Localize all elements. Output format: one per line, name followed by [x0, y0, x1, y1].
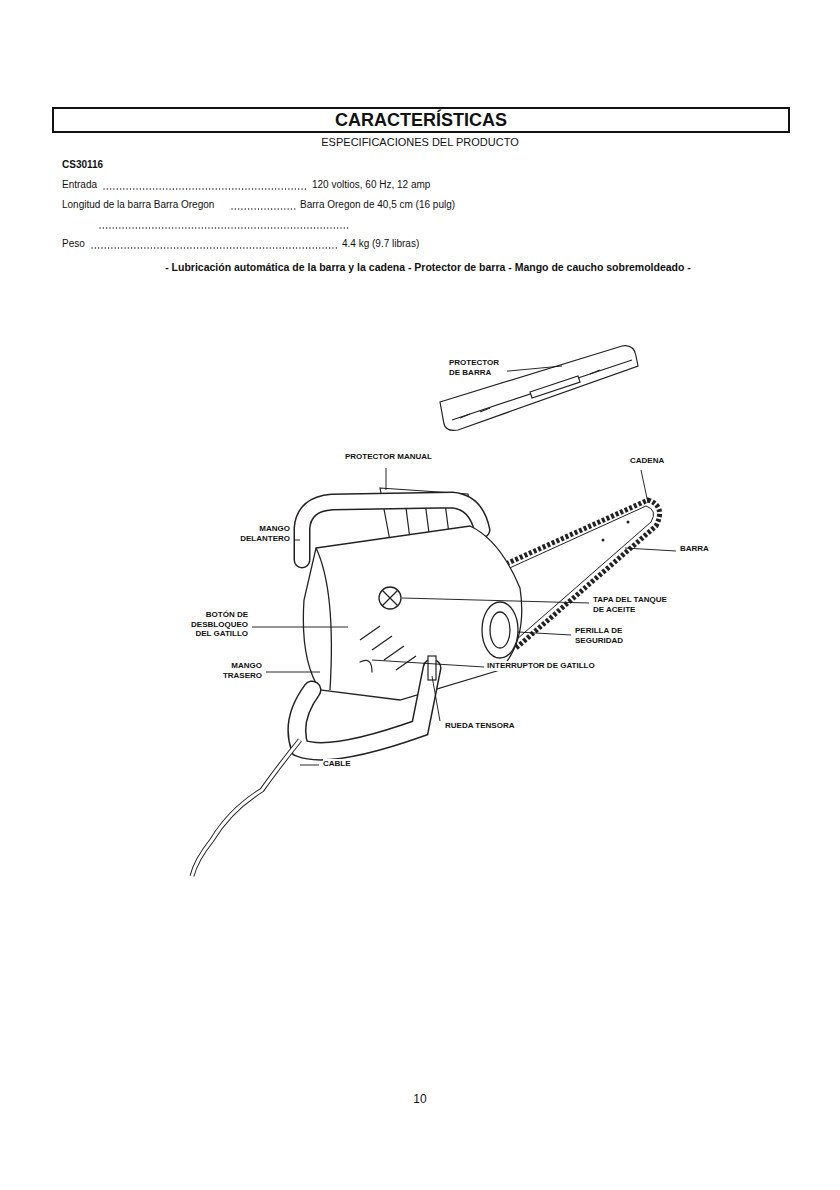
cable-drawing: [192, 740, 300, 876]
page-title: CARACTERÍSTICAS: [335, 110, 507, 130]
spec-name: Peso: [62, 238, 85, 250]
part-label: PROTECTOR DE BARRA: [449, 358, 507, 377]
page-number: 10: [413, 1092, 426, 1106]
dot-leaders: [92, 189, 350, 248]
part-label: RUEDA TENSORA: [445, 721, 514, 731]
motor-body-drawing: [303, 526, 521, 700]
spec-value: 120 voltios, 60 Hz, 12 amp: [312, 179, 430, 191]
spec-name: Entrada: [62, 179, 97, 191]
part-label: INTERRUPTOR DE GATILLO: [487, 661, 595, 671]
part-label: BOTÓN DE DESBLOQUEO DEL GATILLO: [186, 610, 248, 639]
spec-name: Longitud de la barra Barra Oregon: [62, 199, 214, 211]
part-label: CABLE: [323, 759, 351, 769]
feature-list: - Lubricación automática de la barra y l…: [165, 261, 691, 274]
part-label: PERILLA DE SEGURIDAD: [575, 626, 635, 645]
part-label: BARRA: [680, 544, 709, 554]
spec-value: Barra Oregon de 40,5 cm (16 pulg): [300, 199, 455, 211]
part-label: MANGO TRASERO: [208, 661, 262, 680]
rear-handle-drawing: [297, 656, 436, 751]
section-subtitle: ESPECIFICACIONES DEL PRODUCTO: [321, 136, 518, 149]
part-label: PROTECTOR MANUAL: [345, 452, 432, 462]
part-label: CADENA: [630, 456, 664, 466]
part-label: MANGO DELANTERO: [228, 524, 290, 543]
spec-value: 4.4 kg (9.7 libras): [342, 238, 419, 250]
bar-protector-drawing: [440, 346, 638, 431]
part-label: TAPA DEL TANQUE DE ACEITE: [593, 595, 677, 614]
model-number: CS30116: [62, 159, 103, 171]
title-box: CARACTERÍSTICAS: [52, 107, 790, 133]
leader-lines: [252, 366, 676, 765]
